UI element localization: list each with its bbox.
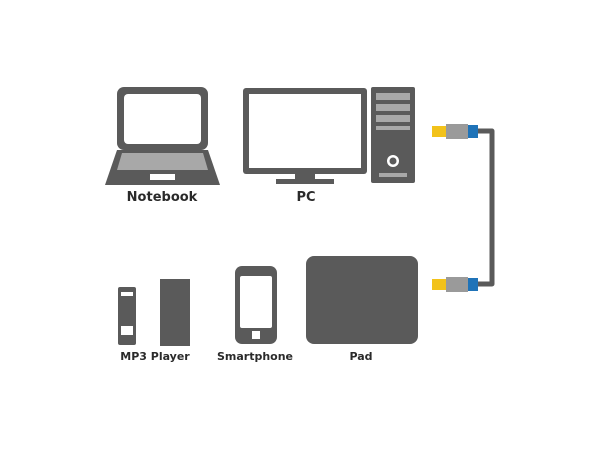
mp3-player-icon bbox=[118, 279, 190, 346]
desktop-pc-icon bbox=[243, 87, 415, 184]
laptop-icon bbox=[105, 87, 220, 185]
pc-label: PC bbox=[296, 190, 316, 205]
pad-label: Pad bbox=[349, 350, 373, 363]
mp3-player-label: MP3 Player bbox=[120, 350, 190, 363]
smartphone-label: Smartphone bbox=[216, 350, 294, 363]
smartphone-icon bbox=[235, 266, 277, 344]
usb-cable-icon bbox=[432, 124, 495, 292]
tablet-pad-icon bbox=[306, 256, 418, 344]
notebook-label: Notebook bbox=[126, 190, 198, 205]
